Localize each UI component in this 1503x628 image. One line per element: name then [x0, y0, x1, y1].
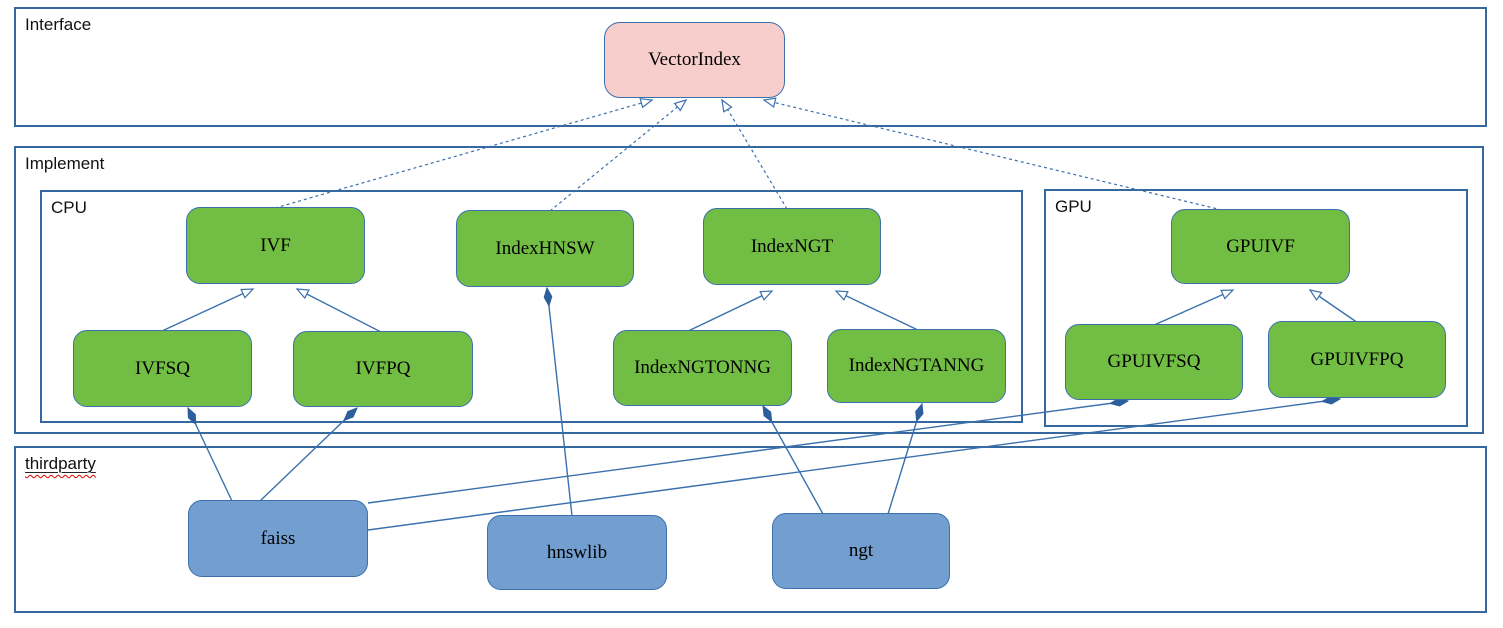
node-indexngtanng[interactable]: IndexNGTANNG — [827, 329, 1006, 403]
node-faiss[interactable]: faiss — [188, 500, 368, 577]
container-thirdparty-label: thirdparty — [25, 454, 96, 473]
node-hnswlib-label: hnswlib — [546, 541, 608, 563]
node-gpuivfpq-label: GPUIVFPQ — [1310, 348, 1404, 370]
node-indexngtonng[interactable]: IndexNGTONNG — [613, 330, 792, 406]
node-vectorindex[interactable]: VectorIndex — [604, 22, 785, 98]
node-gpuivfpq[interactable]: GPUIVFPQ — [1268, 321, 1446, 398]
node-hnswlib[interactable]: hnswlib — [487, 515, 667, 590]
container-implement-label: Implement — [25, 154, 105, 173]
container-cpu-label: CPU — [51, 198, 87, 217]
node-ivfsq-label: IVFSQ — [135, 357, 190, 379]
node-vectorindex-label: VectorIndex — [648, 49, 741, 70]
node-ivf[interactable]: IVF — [186, 207, 365, 284]
node-ivfpq[interactable]: IVFPQ — [293, 331, 473, 407]
node-ngt-label: ngt — [848, 540, 874, 561]
node-gpuivfsq-label: GPUIVFSQ — [1107, 351, 1201, 372]
node-indexngtonng-label: IndexNGTONNG — [634, 357, 771, 378]
container-gpu-label: GPU — [1055, 197, 1092, 216]
node-ivfpq-label: IVFPQ — [355, 358, 411, 379]
node-faiss-label: faiss — [260, 527, 296, 549]
node-gpuivf[interactable]: GPUIVF — [1171, 209, 1350, 284]
node-gpuivf-label: GPUIVF — [1226, 235, 1295, 257]
node-indexhnsw[interactable]: IndexHNSW — [456, 210, 634, 287]
node-indexngt-label: IndexNGT — [750, 235, 834, 257]
node-indexngt[interactable]: IndexNGT — [703, 208, 881, 285]
node-indexngtanng-label: IndexNGTANNG — [848, 355, 985, 376]
node-ivfsq[interactable]: IVFSQ — [73, 330, 252, 407]
container-interface-label: Interface — [25, 15, 92, 34]
node-gpuivfsq[interactable]: GPUIVFSQ — [1065, 324, 1243, 400]
node-ivf-label: IVF — [260, 234, 291, 256]
node-ngt[interactable]: ngt — [772, 513, 950, 589]
node-indexhnsw-label: IndexHNSW — [495, 237, 595, 259]
